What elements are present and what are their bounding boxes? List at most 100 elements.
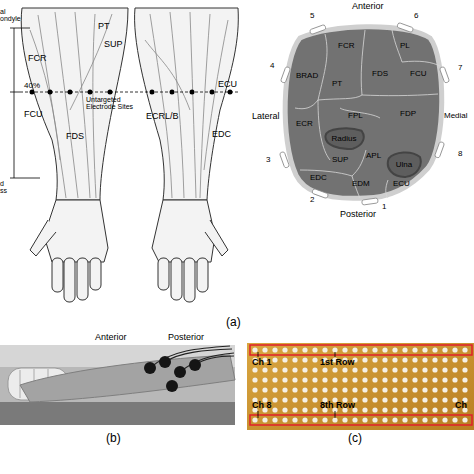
muscle-label: SUP [332, 156, 348, 164]
electrode-dot [332, 417, 337, 422]
length-bracket [10, 28, 40, 178]
electrode-dot [252, 347, 257, 352]
electrode-dot [432, 397, 437, 402]
electrode-dot [252, 377, 257, 382]
electrode-dot [342, 377, 347, 382]
electrode-dot [462, 377, 467, 382]
electrode-dot [422, 397, 427, 402]
electrode-dot [282, 397, 287, 402]
electrode-dot [442, 357, 447, 362]
electrode-dot [422, 347, 427, 352]
electrode-dot [352, 377, 357, 382]
electrode-dot [432, 417, 437, 422]
electrode-dot [312, 377, 317, 382]
channel-label: Ch [455, 401, 467, 410]
electrode-dot [412, 417, 417, 422]
electrode-dot [332, 367, 337, 372]
electrode-number: 4 [270, 62, 274, 70]
electrode-dot [392, 367, 397, 372]
electrode-dot [412, 387, 417, 392]
electrode-dot [272, 347, 277, 352]
muscle-label: PT [332, 80, 342, 88]
electrode-pad [279, 22, 449, 205]
electrode-dot [272, 397, 277, 402]
electrode-dot [442, 347, 447, 352]
muscle-label: ECRL/B [146, 112, 179, 121]
electrode-dot [452, 417, 457, 422]
muscle-label: FDP [400, 110, 416, 118]
electrode-dot [362, 417, 367, 422]
electrode-dot [262, 377, 267, 382]
electrode-dot [402, 357, 407, 362]
electrode-number: 5 [310, 12, 314, 20]
electrode-dot [282, 377, 287, 382]
electrode-note: Untargeted Electrode Sites [86, 96, 136, 111]
electrode-dot [322, 347, 327, 352]
electrode-dot [442, 387, 447, 392]
electrode-dot [372, 357, 377, 362]
muscle-boundaries [295, 30, 440, 198]
electrode-dot [382, 357, 387, 362]
electrode-dot [322, 377, 327, 382]
muscle-label: EDC [212, 130, 231, 139]
electrode-dot [402, 387, 407, 392]
electrode-dot [442, 377, 447, 382]
electrode-dot [392, 357, 397, 362]
electrode-dot [282, 357, 287, 362]
electrode-dot [282, 387, 287, 392]
percent-label: 40% [24, 82, 40, 90]
electrode-number: 2 [310, 196, 314, 204]
electrode-dot [292, 387, 297, 392]
electrode-dot [332, 387, 337, 392]
electrode-dot [312, 347, 317, 352]
electrode-dot [302, 357, 307, 362]
electrode-dot [432, 367, 437, 372]
row-label: 1st Row [320, 358, 355, 367]
electrode-dot [392, 377, 397, 382]
electrode-dot [412, 357, 417, 362]
electrode-dot [342, 347, 347, 352]
electrode-dot [272, 417, 277, 422]
electrode-dot [412, 377, 417, 382]
electrode-dot [312, 397, 317, 402]
electrode-dot [382, 407, 387, 412]
electrode-number: 6 [414, 12, 418, 20]
muscle-label: BRAD [296, 72, 318, 80]
electrode-dot [352, 417, 357, 422]
electrode-dot [392, 347, 397, 352]
electrode-dot [252, 367, 257, 372]
electrode-dot [372, 417, 377, 422]
electrode-dot [292, 367, 297, 372]
electrode-dot [312, 357, 317, 362]
electrode-dot [312, 367, 317, 372]
bone-label: Ulna [385, 150, 423, 178]
electrode-dot [362, 407, 367, 412]
muscle-label: EDC [310, 174, 327, 182]
electrode-dot [442, 407, 447, 412]
electrode-dot [452, 377, 457, 382]
cut-label: d ss [0, 180, 10, 195]
setup-photo [0, 345, 235, 425]
electrode-dot [392, 397, 397, 402]
electrode-dot [402, 347, 407, 352]
electrode-dot [362, 377, 367, 382]
electrode-dot [402, 397, 407, 402]
electrode-dot [452, 357, 457, 362]
electrode-dot [422, 367, 427, 372]
muscle-label: APL [366, 152, 381, 160]
electrode-dot [312, 417, 317, 422]
forearm-drawing [21, 8, 238, 302]
muscle-label: FPL [348, 112, 363, 120]
electrode-dot [422, 387, 427, 392]
electrode-dot [342, 417, 347, 422]
orientation-label: Anterior [95, 333, 127, 342]
electrode-dot [252, 417, 257, 422]
electrode-dot [302, 377, 307, 382]
electrode-dot [352, 367, 357, 372]
muscle-label: PL [400, 42, 410, 50]
electrode-line [20, 90, 240, 95]
muscle-lines [30, 12, 228, 198]
electrode-dot [292, 347, 297, 352]
electrode-dot [312, 387, 317, 392]
